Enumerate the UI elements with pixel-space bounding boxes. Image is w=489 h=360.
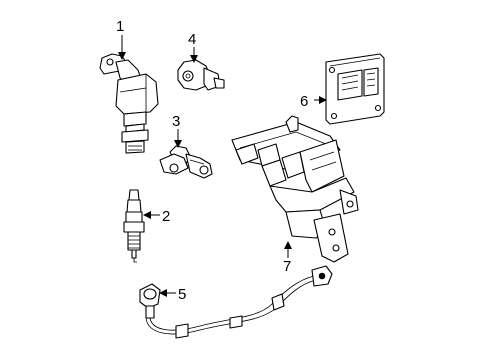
callout-7: 7	[283, 258, 291, 275]
callout-5: 5	[178, 286, 186, 303]
ecm-bracket	[231, 115, 359, 263]
knock-sensor-harness	[139, 265, 333, 339]
crank-sensor	[177, 59, 225, 91]
callout-2: 2	[162, 208, 170, 225]
callout-1: 1	[116, 18, 124, 35]
callout-6: 6	[300, 93, 308, 110]
spark-plug	[123, 189, 145, 263]
cam-sensor	[159, 145, 213, 179]
callout-leaders	[118, 35, 327, 297]
callout-3: 3	[172, 113, 180, 130]
callout-4: 4	[188, 31, 196, 48]
ignition-coil	[99, 53, 159, 154]
ecm-module	[325, 53, 385, 125]
